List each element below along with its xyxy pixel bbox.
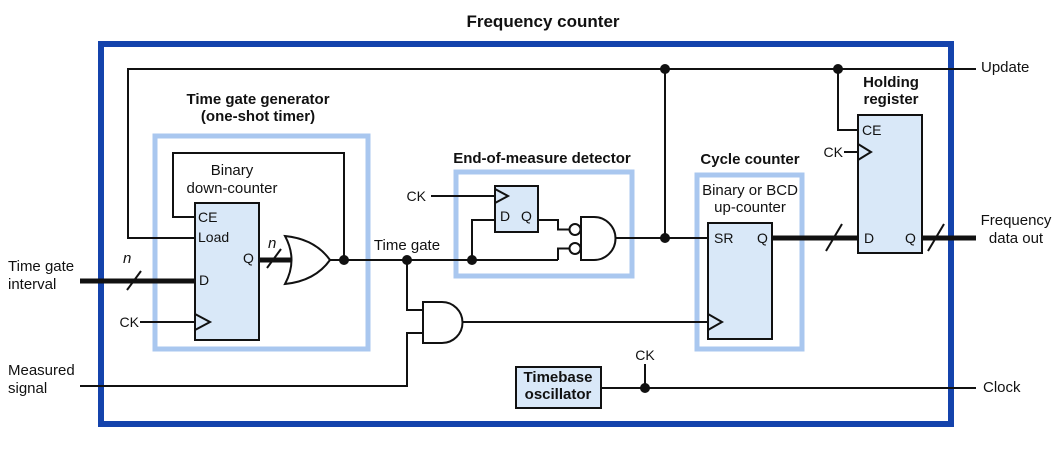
- detector-d-input-wire: [471, 219, 495, 260]
- frequency-data-out-label-line1: Frequency: [980, 212, 1052, 229]
- negated-input-and-gate-icon: [580, 216, 617, 261]
- holding-register-port-ce: CE: [862, 122, 882, 138]
- cycle-counter-label: Cycle counter: [700, 151, 800, 168]
- end-of-measure-detector-label: End-of-measure detector: [453, 150, 631, 167]
- frequency-data-out-label-line2: data out: [988, 230, 1044, 247]
- cycle-counter-port-q: Q: [757, 230, 768, 246]
- detector-ck-label: CK: [406, 188, 426, 204]
- measured-signal-label-line2: signal: [8, 380, 48, 397]
- or-gate-icon: [283, 234, 332, 286]
- down-counter-box: [194, 202, 260, 341]
- gate-lower-input-wire: [557, 247, 569, 260]
- gate-input-bubble-bottom-icon: [568, 242, 582, 255]
- bus-slash-interval: [126, 270, 142, 291]
- holding-register-ck-label: CK: [823, 144, 843, 160]
- cycle-counter-group-box: [694, 172, 805, 352]
- gate-input-bubble-top-icon: [568, 223, 582, 236]
- bus-slash-data-out: [927, 223, 945, 252]
- time-gate-generator-group-box: [152, 133, 371, 352]
- holding-register-port-d: D: [864, 230, 875, 246]
- clock-signal-label: Clock: [983, 379, 1021, 396]
- bus-width-n-label: n: [123, 250, 132, 267]
- holding-register-label-line1: Holding: [863, 74, 919, 91]
- down-counter-port-q: Q: [243, 250, 254, 266]
- cycle-counter-clock-triangle-icon: [707, 313, 725, 331]
- junction-dot: [660, 64, 670, 74]
- time-gate-generator-label-line1: Time gate generator: [186, 91, 330, 108]
- timebase-oscillator-label-line1: Timebase: [523, 369, 593, 386]
- holding-register-clock-triangle-icon: [857, 143, 873, 161]
- measured-signal-wire: [80, 332, 423, 387]
- holding-register-box: [857, 114, 923, 254]
- bus-slash-cycle-q: [825, 223, 843, 252]
- holding-register-port-q: Q: [905, 230, 916, 246]
- holding-register-ce-wire: [837, 69, 858, 131]
- time-gate-interval-label-line2: interval: [8, 276, 57, 293]
- junction-dot: [660, 233, 670, 243]
- bus-slash-q: [266, 248, 282, 269]
- detector-port-d: D: [500, 208, 511, 224]
- time-gate-feedback-wire: [172, 152, 345, 260]
- clock-ck-label: CK: [635, 347, 655, 363]
- junction-dot: [467, 255, 477, 265]
- cycle-counter-port-sr: SR: [714, 230, 734, 246]
- update-wire: [127, 68, 976, 239]
- diagram-title: Frequency counter: [466, 12, 620, 31]
- down-counter-label-line1: Binary: [210, 162, 254, 179]
- junction-dot: [402, 255, 412, 265]
- end-of-measure-detector-group-box: [453, 169, 635, 279]
- bus-width-n-label: n: [268, 235, 277, 252]
- down-counter-port-d: D: [199, 272, 210, 288]
- time-gate-signal-label: Time gate: [373, 237, 441, 254]
- junction-dot: [339, 255, 349, 265]
- time-gate-generator-label-line2: (one-shot timer): [200, 108, 316, 125]
- detector-q-wire: [538, 219, 569, 231]
- down-counter-label-line2: down-counter: [186, 180, 278, 197]
- down-counter-port-load: Load: [198, 229, 230, 245]
- and-gate-top-input-wire: [406, 260, 423, 311]
- down-counter-clock-triangle-icon: [194, 313, 213, 331]
- down-counter-ck-label: CK: [119, 314, 139, 330]
- time-gate-interval-label-line1: Time gate: [8, 258, 75, 275]
- and-gate-icon: [422, 301, 464, 344]
- timebase-oscillator-label-line2: oscillator: [524, 386, 592, 403]
- detector-port-q: Q: [521, 208, 532, 224]
- update-signal-label: Update: [981, 59, 1030, 76]
- measured-signal-label-line1: Measured: [8, 362, 75, 379]
- holding-register-label-line2: register: [863, 91, 919, 108]
- junction-dot: [833, 64, 843, 74]
- cycle-counter-sublabel-line2: up-counter: [714, 199, 786, 216]
- detector-clock-triangle-icon: [494, 188, 511, 204]
- cycle-counter-sublabel-line1: Binary or BCD: [702, 182, 798, 199]
- junction-dot: [640, 383, 650, 393]
- timebase-oscillator-box: [515, 366, 602, 409]
- frequency-counter-frame: [98, 41, 954, 427]
- down-counter-port-ce: CE: [198, 209, 218, 225]
